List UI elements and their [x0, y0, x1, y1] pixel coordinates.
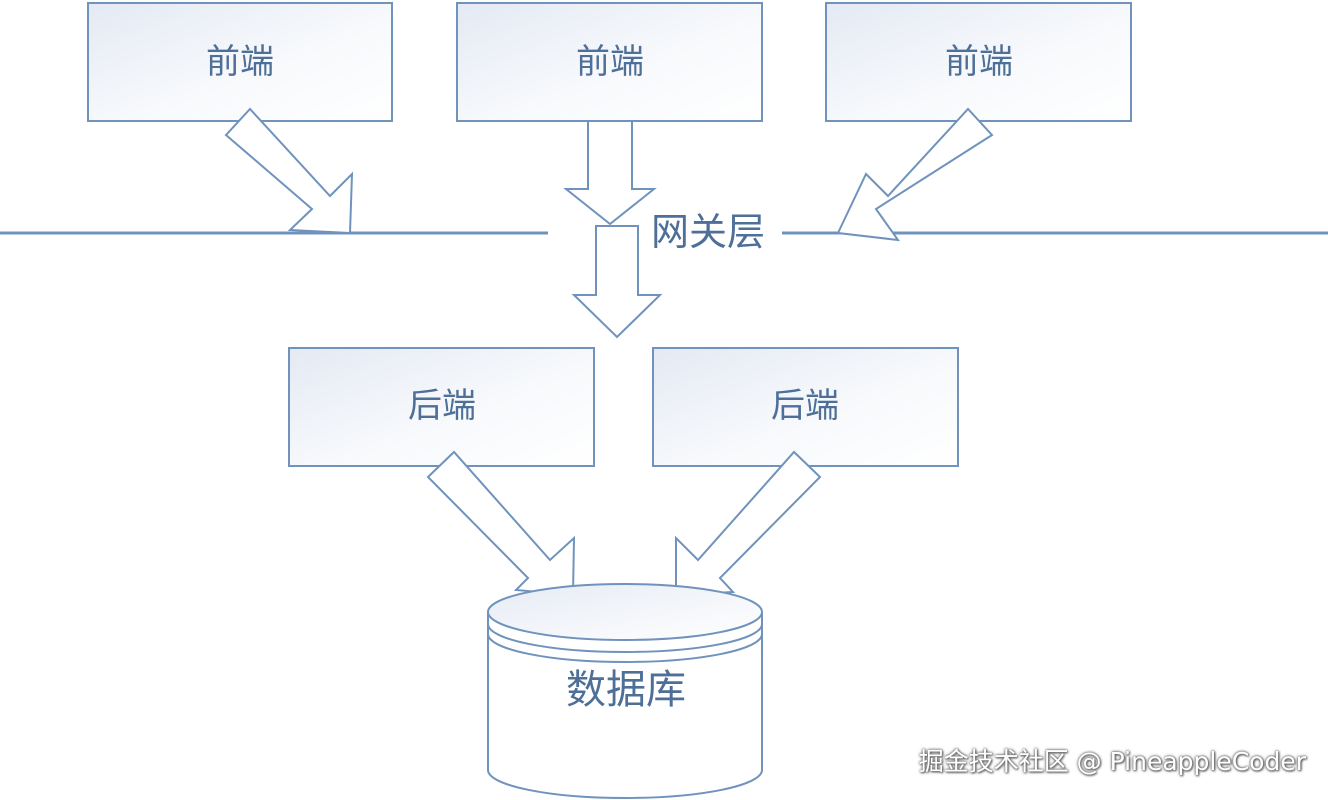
frontend-label-2: 前端: [576, 42, 644, 82]
frontend-box-3: 前端: [825, 2, 1132, 122]
frontend-box-1: 前端: [87, 2, 393, 122]
arrow-frontend-3-to-gateway: [836, 107, 994, 242]
database-cylinder: 数据库: [487, 583, 763, 799]
backend-label-1: 后端: [408, 386, 476, 426]
frontend-label-3: 前端: [945, 42, 1013, 82]
frontend-label-1: 前端: [206, 42, 274, 82]
watermark: 掘金技术社区 @ PineappleCoder: [918, 747, 1306, 776]
database-label: 数据库: [566, 667, 686, 713]
arrow-frontend-2-to-gateway: [563, 120, 657, 226]
arrow-backend-1-to-database: [426, 450, 576, 597]
arrow-frontend-1-to-gateway: [224, 107, 354, 235]
backend-box-2: 后端: [652, 347, 959, 467]
arrow-gateway-to-backend: [571, 225, 663, 339]
gateway-label: 网关层: [651, 210, 765, 254]
backend-box-1: 后端: [288, 347, 595, 467]
arrow-backend-2-to-database: [675, 450, 822, 597]
frontend-box-2: 前端: [456, 2, 763, 122]
backend-label-2: 后端: [771, 386, 839, 426]
